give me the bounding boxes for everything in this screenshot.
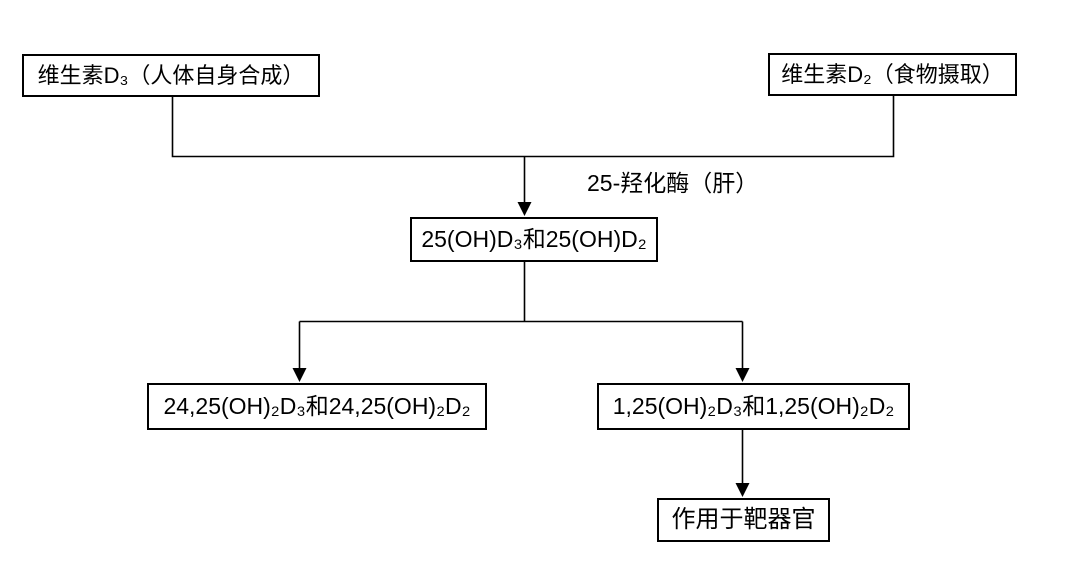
node-2425oh2d3-and-2425oh2d2: 24,25(OH)₂D₃和24,25(OH)₂D₂ [147,383,487,430]
connector-25oh-split [299,262,743,323]
arrowhead-to-target [735,483,750,497]
node-25ohd3-and-25ohd2: 25(OH)D₃和25(OH)D₂ [410,217,658,262]
connector-top-merge [171,96,895,158]
node-vitamin-d2: 维生素D₂（食物摄取） [768,53,1017,96]
node-acts-on-target-organs: 作用于靶器官 [657,498,830,542]
node-125oh2d3-and-125oh2d2: 1,25(OH)₂D₃和1,25(OH)₂D₂ [597,383,910,430]
arrowhead-to-25oh [517,202,532,216]
edge-label-25-hydroxylase-liver: 25-羟化酶（肝） [587,170,759,196]
arrowhead-to-125oh [735,368,750,382]
arrowhead-to-2425oh [292,368,307,382]
node-vitamin-d3: 维生素D₃（人体自身合成） [22,54,320,97]
